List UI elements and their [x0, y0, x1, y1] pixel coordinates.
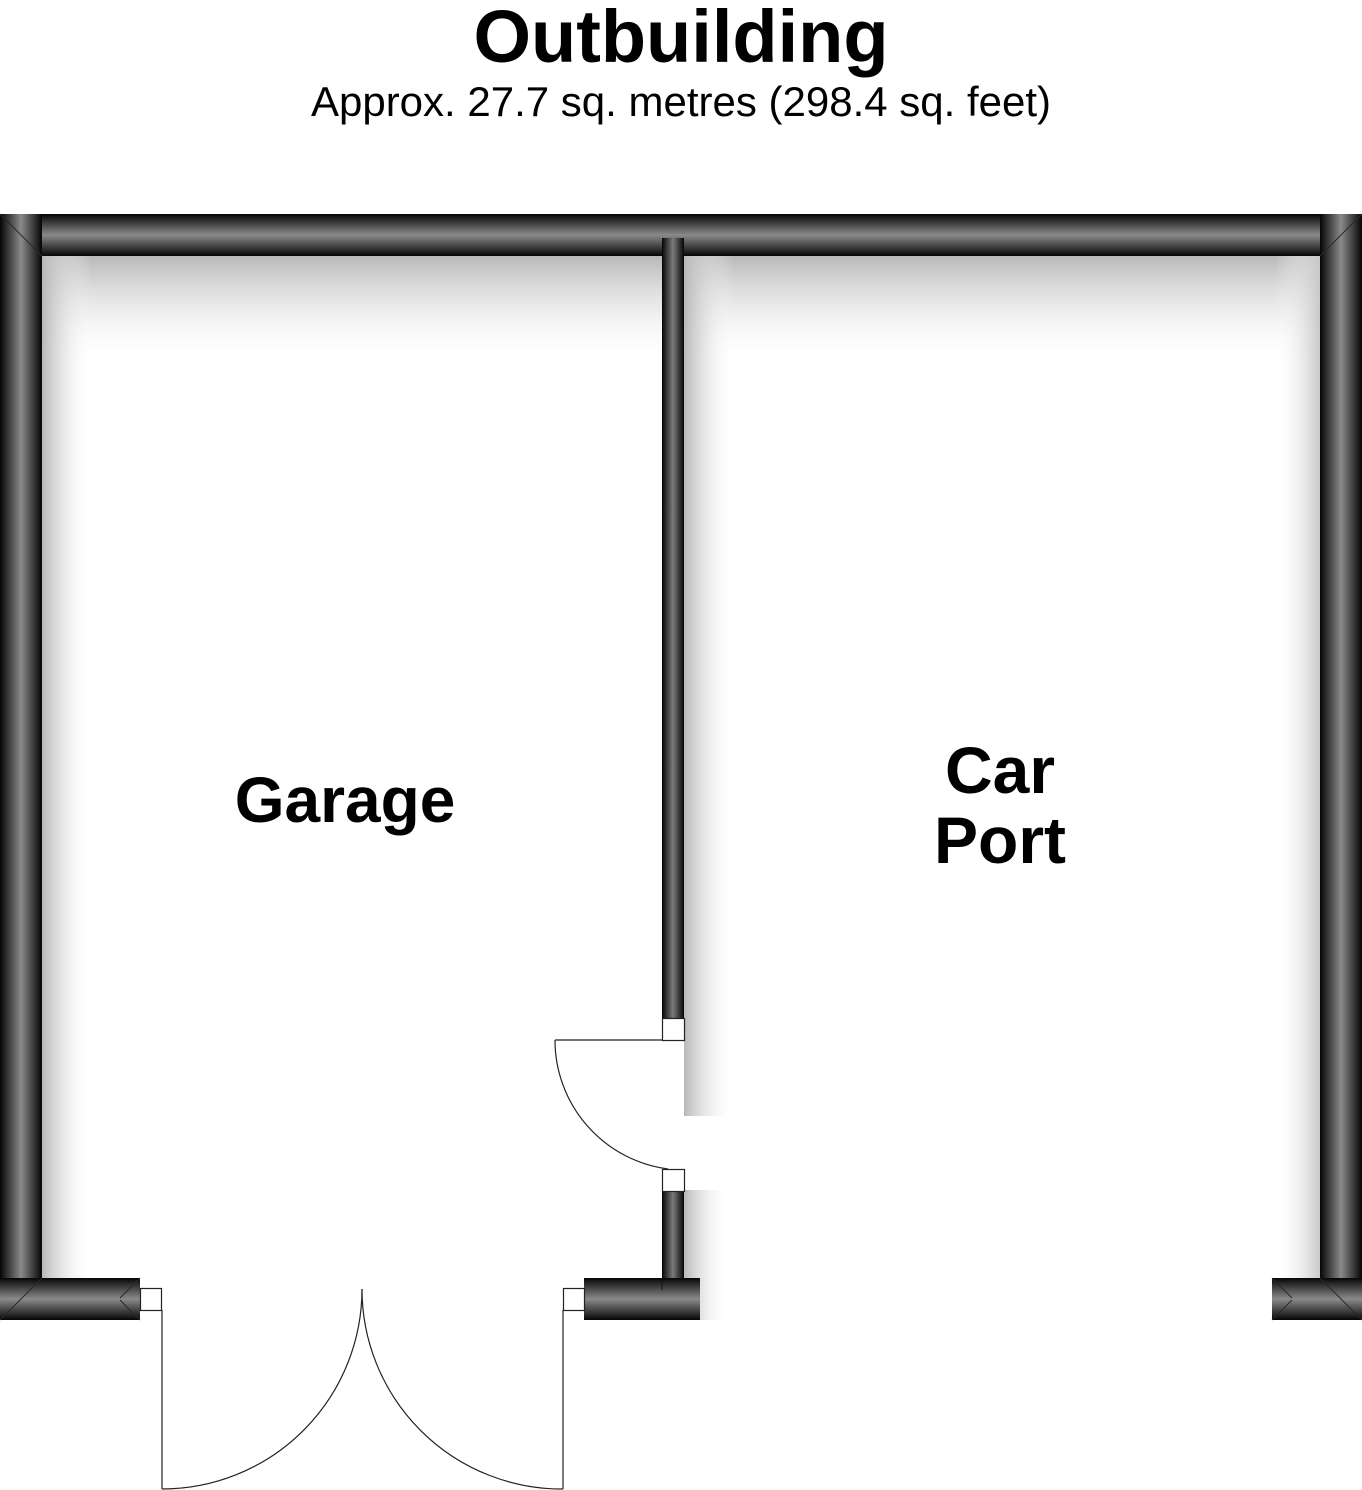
- room-label-car-port: Car Port: [880, 735, 1120, 875]
- internal-door[interactable]: [554, 1039, 669, 1170]
- garage-shadow: [42, 256, 662, 1278]
- plan-title: Outbuilding: [473, 0, 889, 78]
- plan-area-subtitle: Approx. 27.7 sq. metres (298.4 sq. feet): [310, 78, 1052, 125]
- door-jambs: [139, 1017, 686, 1312]
- garage-double-door[interactable]: [161, 1288, 564, 1490]
- room-label-car-port-line-1: Car: [944, 733, 1056, 807]
- partition-wall: [584, 238, 700, 1320]
- room-label-garage: Garage: [234, 764, 456, 836]
- carport-shadow: [684, 256, 1320, 1320]
- outer-walls: [0, 213, 1362, 1321]
- room-label-car-port-line-2: Port: [934, 803, 1066, 877]
